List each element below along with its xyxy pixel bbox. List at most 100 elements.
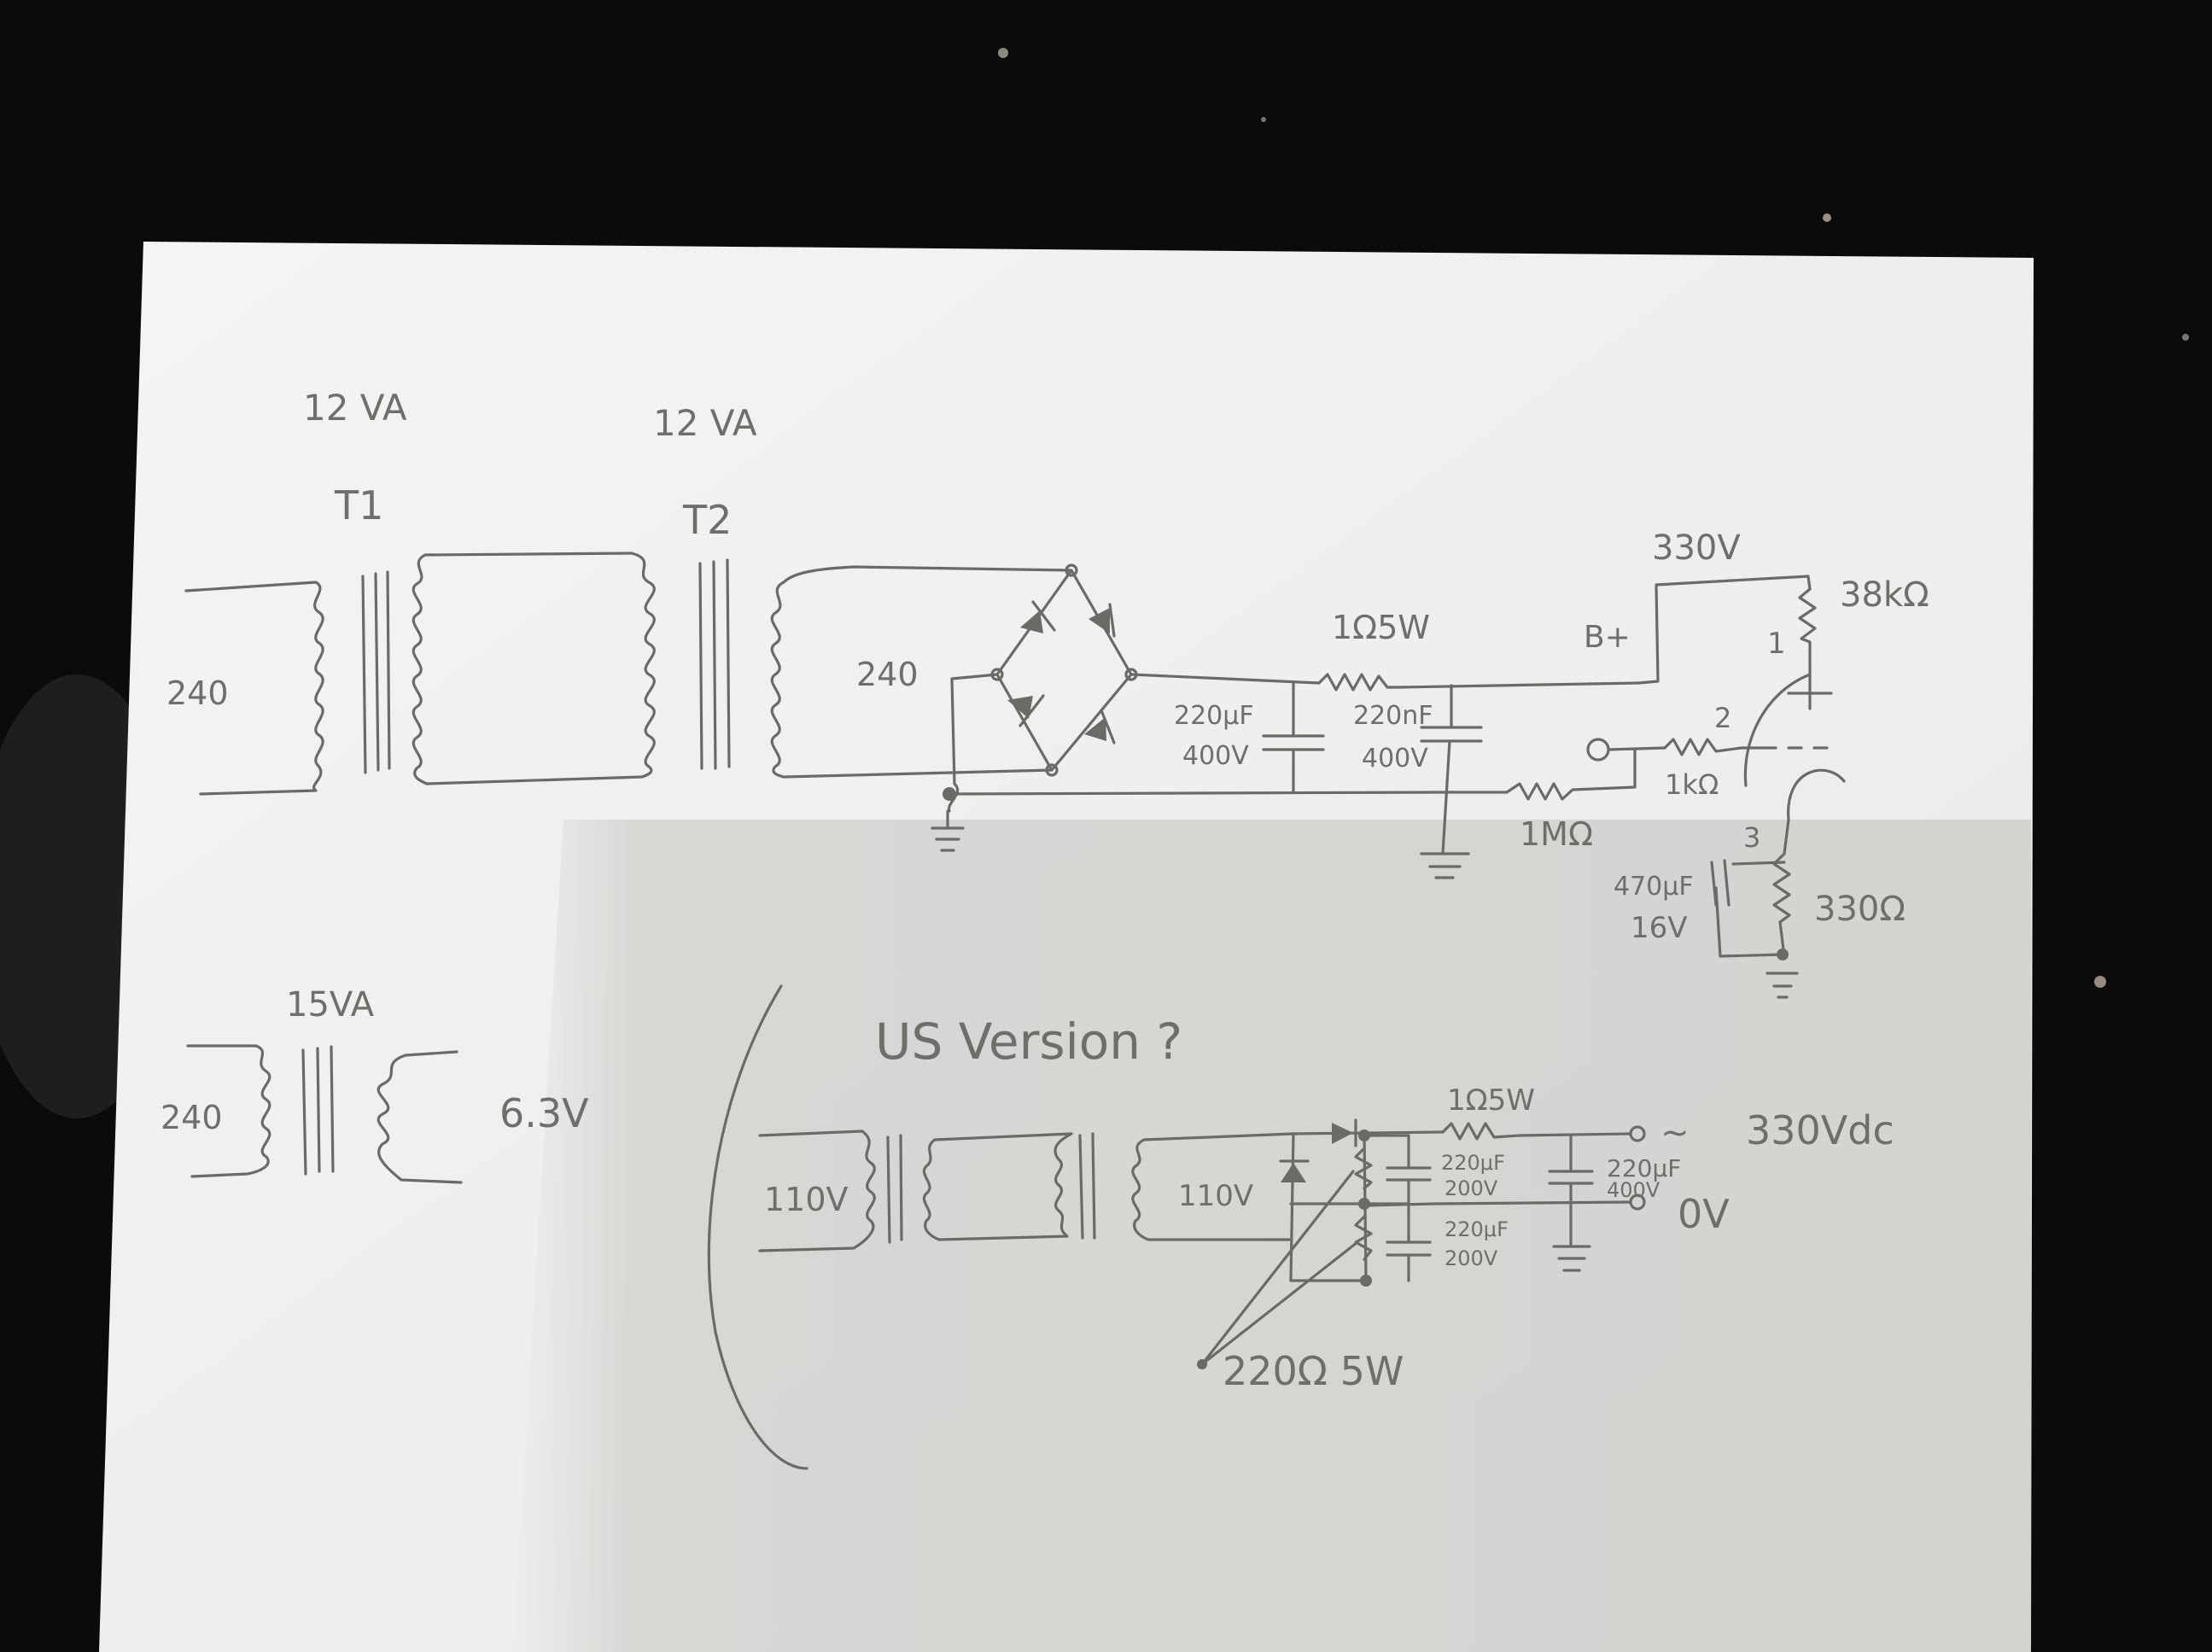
us-t1-core-2 bbox=[899, 1134, 903, 1241]
us-bleed-resistor-2 bbox=[1354, 1215, 1373, 1261]
us-cap-out bbox=[1548, 1134, 1594, 1248]
t1-t2-link-top bbox=[423, 552, 633, 557]
us-version-title: US Version ? bbox=[875, 1013, 1182, 1071]
t1-core-3 bbox=[386, 570, 391, 770]
bridge-diode-2 bbox=[1088, 603, 1116, 638]
t2-secondary-voltage: 240 bbox=[856, 656, 919, 693]
bridge-diode-4 bbox=[1084, 709, 1116, 744]
cathode-cap-value: 470μF bbox=[1614, 872, 1694, 902]
cap2-voltage: 400V bbox=[1362, 744, 1428, 773]
us-leader-dot bbox=[1197, 1359, 1207, 1369]
us-cap-lower bbox=[1386, 1202, 1432, 1282]
us-version-circuit bbox=[707, 984, 1646, 1470]
us-secondary-winding bbox=[1131, 1138, 1291, 1241]
grid-leak-label: 1MΩ bbox=[1520, 815, 1593, 853]
us-series-resistor bbox=[1441, 1122, 1632, 1141]
t1-core-2 bbox=[374, 572, 380, 772]
us-link-winding bbox=[923, 1132, 1073, 1241]
heater-core-3 bbox=[330, 1045, 335, 1173]
us-zero-terminal[interactable] bbox=[1629, 1194, 1646, 1211]
t2-core-1 bbox=[698, 562, 703, 770]
cathode-cap-voltage: 16V bbox=[1631, 911, 1688, 945]
us-cap-out-value: 220μF bbox=[1607, 1154, 1681, 1182]
t2-label: T2 bbox=[682, 497, 732, 543]
us-left-rail bbox=[1289, 1132, 1295, 1282]
ground-symbol-2 bbox=[1420, 852, 1470, 879]
us-t1-core-1 bbox=[886, 1135, 891, 1244]
us-sec-top-wire bbox=[1142, 1132, 1295, 1141]
input-wire bbox=[1607, 746, 1666, 751]
cap2-value: 220nF bbox=[1353, 701, 1433, 731]
us-primary-winding bbox=[758, 1130, 876, 1252]
triode-tube bbox=[1740, 673, 1846, 855]
us-series-resistor-label: 1Ω5W bbox=[1447, 1083, 1535, 1118]
us-cap-out-voltage: 400V bbox=[1607, 1178, 1660, 1202]
cathode-resistor-label: 330Ω bbox=[1814, 890, 1906, 929]
us-bleed-resistor-1 bbox=[1354, 1147, 1373, 1190]
series-resistor-label: 1Ω5W bbox=[1332, 609, 1430, 646]
pin3-label: 3 bbox=[1743, 821, 1760, 854]
pin1-label: 1 bbox=[1767, 627, 1786, 661]
heater-core-2 bbox=[316, 1047, 321, 1173]
t1-secondary-winding bbox=[411, 553, 429, 785]
ground-symbol-1 bbox=[931, 809, 965, 852]
cathode-resistor bbox=[1772, 852, 1791, 958]
us-cap-lower-value: 220μF bbox=[1445, 1217, 1509, 1241]
ground-rail bbox=[948, 791, 1509, 796]
cap1-value: 220μF bbox=[1174, 701, 1254, 731]
plus-rail bbox=[1129, 673, 1321, 685]
ground-symbol-3 bbox=[1766, 972, 1799, 999]
heater-primary-voltage: 240 bbox=[161, 1099, 223, 1136]
top-circuit bbox=[184, 552, 1846, 999]
bridge-node-bottom bbox=[1045, 763, 1059, 777]
us-output-label: 330Vdc bbox=[1746, 1107, 1894, 1153]
us-version-bracket bbox=[707, 984, 808, 1470]
t2-rating: 12 VA bbox=[653, 402, 757, 444]
us-t2-core-1 bbox=[1078, 1134, 1084, 1240]
b-voltage: 330V bbox=[1652, 528, 1741, 568]
ground-symbol-us bbox=[1552, 1245, 1591, 1272]
primary-voltage: 240 bbox=[166, 674, 229, 712]
us-node-3 bbox=[1360, 1275, 1372, 1287]
t2-secondary-winding bbox=[770, 581, 785, 779]
us-output-terminal[interactable] bbox=[1629, 1125, 1646, 1142]
us-t2-core-2 bbox=[1091, 1132, 1096, 1240]
heater-circuit bbox=[186, 1044, 463, 1184]
bridge-node-top bbox=[1065, 563, 1078, 577]
us-secondary-voltage: 110V bbox=[1178, 1179, 1253, 1213]
bplus-label: B+ bbox=[1584, 620, 1631, 655]
bridge-feed-bottom bbox=[782, 768, 1053, 779]
anode-resistor-label: 38kΩ bbox=[1840, 575, 1929, 615]
rail-to-bplus bbox=[1398, 681, 1641, 689]
grid-stopper-label: 1kΩ bbox=[1665, 768, 1719, 801]
heater-rating: 15VA bbox=[286, 985, 375, 1024]
anode-resistor bbox=[1798, 587, 1817, 693]
cathode-capacitor bbox=[1710, 859, 1786, 958]
pin2-label: 2 bbox=[1714, 702, 1731, 734]
us-leader-lines bbox=[1200, 1170, 1359, 1366]
grid-leak-resistor bbox=[1505, 748, 1637, 801]
us-cap-upper-voltage: 200V bbox=[1445, 1176, 1498, 1200]
t1-rating: 12 VA bbox=[303, 387, 407, 429]
labels: 12 VA T1 12 VA T2 240 240 1Ω5W 220μF 400… bbox=[161, 387, 1929, 1394]
t2-core-2 bbox=[712, 560, 717, 770]
t2-primary-winding bbox=[630, 552, 656, 779]
capacitor-1 bbox=[1262, 681, 1325, 794]
series-resistor-1 bbox=[1317, 673, 1402, 692]
t1-primary-winding bbox=[184, 581, 324, 796]
capacitor-2 bbox=[1420, 684, 1483, 855]
t1-core-1 bbox=[361, 575, 367, 774]
us-primary-voltage: 110V bbox=[764, 1181, 849, 1218]
us-zero-label: 0V bbox=[1678, 1191, 1730, 1237]
bridge-diode-1 bbox=[1020, 600, 1056, 633]
bridge-feed-top bbox=[782, 565, 1073, 584]
us-zero-rail bbox=[1364, 1200, 1632, 1207]
t2-core-3 bbox=[726, 558, 731, 768]
us-output-prefix: ~ bbox=[1660, 1113, 1690, 1153]
bridge-rectifier bbox=[995, 569, 1133, 772]
t1-t2-link-bottom bbox=[425, 775, 644, 785]
bridge-diode-3 bbox=[1007, 694, 1045, 727]
grid-stopper-resistor bbox=[1663, 738, 1743, 756]
us-cap-lower-voltage: 200V bbox=[1445, 1246, 1498, 1270]
